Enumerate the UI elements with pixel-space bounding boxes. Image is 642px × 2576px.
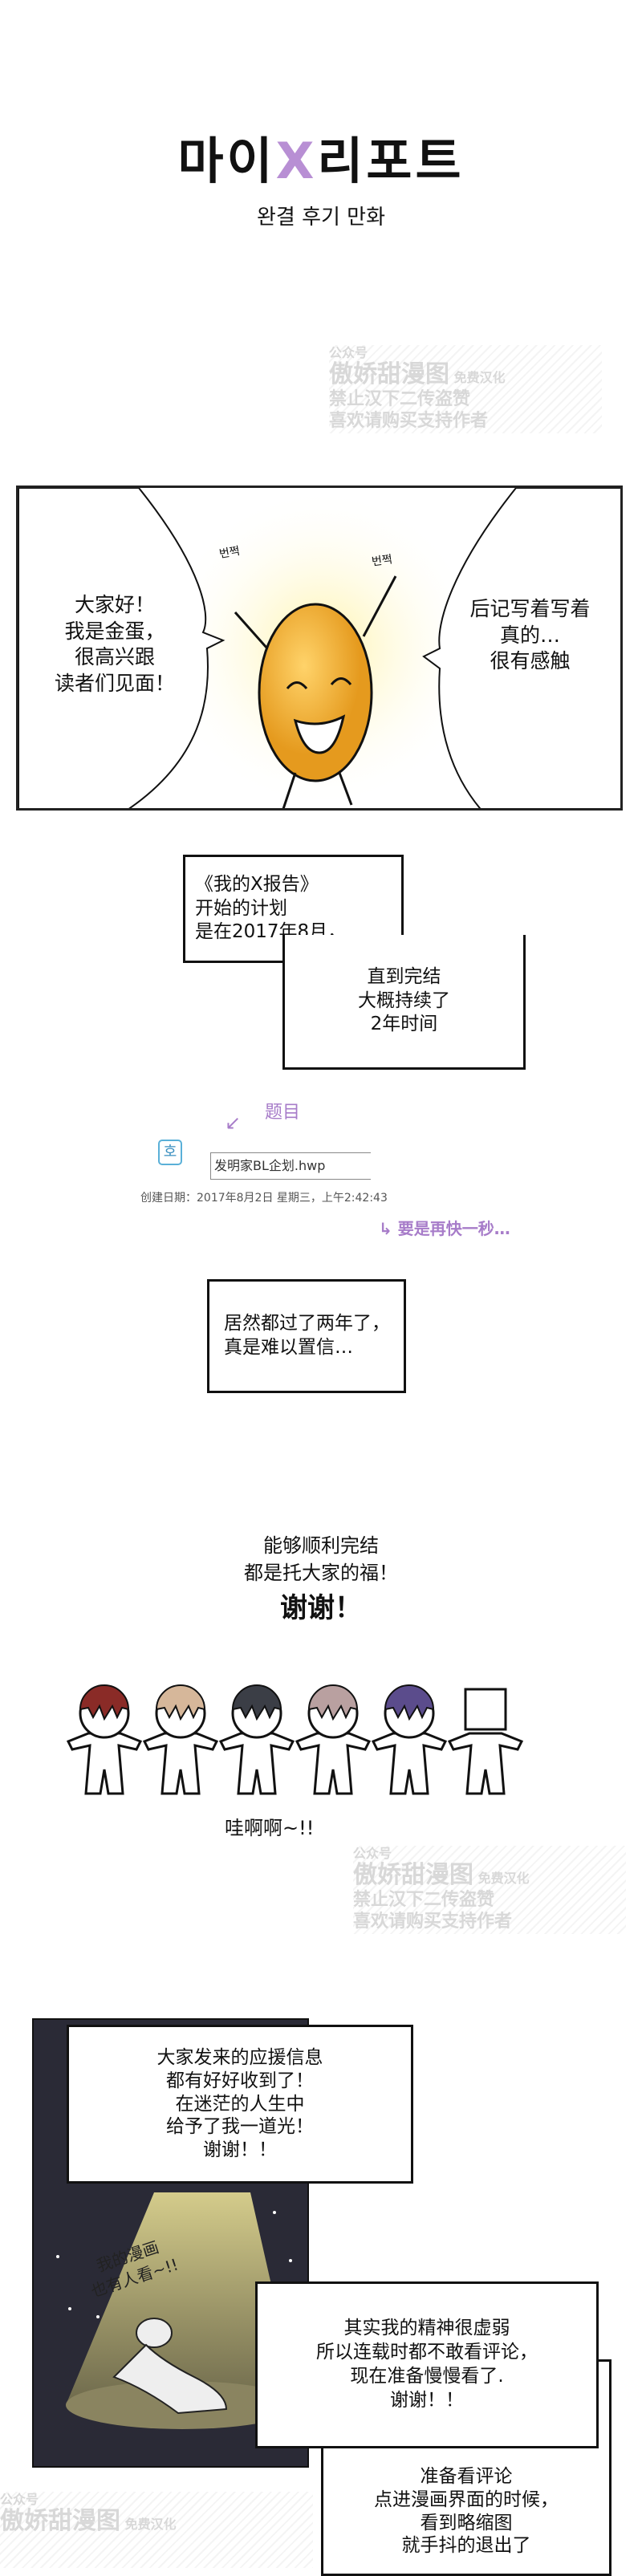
spotlight-illustration	[56, 2192, 299, 2429]
egg-illustration	[18, 488, 620, 808]
created-date: 创建日期：2017年8月2日 星期三，上午2:42:43	[140, 1192, 388, 1205]
chibi-character	[295, 1684, 372, 1795]
cheer-text: 哇啊啊~!!	[225, 1812, 345, 1840]
caption-box-4: 大家发来的应援信息都有好好收到了！在迷茫的人生中给予了我一道光！谢谢！！	[67, 2025, 413, 2184]
chibi-character	[371, 1684, 448, 1795]
chibi-character	[218, 1684, 295, 1795]
comic-title: 마이X리포트	[177, 132, 465, 190]
chibi-character	[66, 1684, 143, 1795]
caption-box-5: 其实我的精神很虚弱所以连载时都不敢看评论，现在准备慢慢看了.谢谢！！	[255, 2281, 599, 2448]
watermark: 公众号 傲娇甜漫图 免费汉化	[0, 2492, 313, 2568]
chibi-character	[142, 1684, 219, 1795]
thanks-text: 能够顺利完结都是托大家的福！ 谢谢！	[244, 1534, 398, 1625]
annotation-note: ↳ 要是再快一秒…	[379, 1219, 510, 1238]
crawling-character	[136, 2318, 173, 2348]
comic-subtitle: 완결 후기 만화	[256, 205, 386, 230]
speech-bubble-left: 大家好！我是金蛋，很高兴跟读者们见面！	[54, 593, 175, 695]
arrow-down-icon: ↙	[225, 1111, 242, 1134]
hwp-file-icon: 호	[158, 1140, 182, 1165]
speech-bubble-right: 后记写着写着真的…很有感触	[469, 597, 591, 672]
characters-group	[66, 1684, 524, 1795]
annotation-title: 题目	[265, 1103, 301, 1123]
sfx-right: 번쩍	[371, 553, 393, 569]
filename-field: 发明家BL企划.hwp	[210, 1152, 371, 1180]
chibi-character	[447, 1688, 524, 1795]
watermark: 公众号 傲娇甜漫图 免费汉化 禁止汉下二传盗赞 喜欢请购买支持作者	[329, 345, 602, 433]
caption-box-3: 居然都过了两年了，真是难以置信…	[207, 1279, 406, 1393]
panel-egg: 번쩍 번쩍 大家好！我是金蛋，很高兴跟读者们见面！ 后记写着写着真的…很有感触	[16, 486, 623, 811]
egg-character	[258, 603, 373, 782]
watermark: 公众号 傲娇甜漫图 免费汉化 禁止汉下二传盗赞 喜欢请购买支持作者	[353, 1846, 626, 1934]
